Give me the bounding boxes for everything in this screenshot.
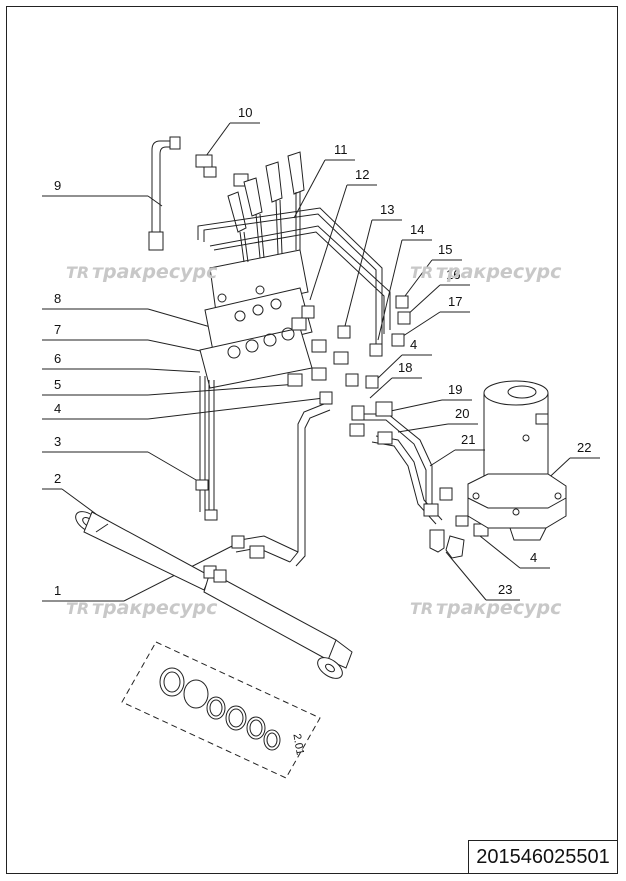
callout-6: 6: [54, 351, 61, 366]
callout-4b: 4: [410, 337, 417, 352]
callout-14: 14: [410, 222, 424, 237]
watermark-text: тракресурс: [92, 261, 218, 283]
fittings-12-17: [287, 295, 411, 389]
watermark-text: тракресурс: [436, 597, 562, 619]
callout-16: 16: [446, 267, 460, 282]
watermark-logo: TR: [66, 263, 89, 282]
callout-12: 12: [355, 167, 369, 182]
callout-22: 22: [577, 440, 591, 455]
watermark-text: тракресурс: [92, 597, 218, 619]
callout-11: 11: [334, 142, 348, 157]
control-levers: [227, 151, 305, 263]
watermark-logo: TR: [410, 599, 433, 618]
watermark-logo: TR: [410, 263, 433, 282]
callout-4a: 4: [54, 401, 61, 416]
callout-3: 3: [54, 434, 61, 449]
callout-18: 18: [398, 360, 412, 375]
callout-2: 2: [54, 471, 61, 486]
tank-22: [467, 380, 567, 541]
callout-21: 21: [461, 432, 475, 447]
callout-23: 23: [498, 582, 512, 597]
pipe-20-21: [349, 401, 453, 525]
hose-9: [148, 136, 181, 251]
watermark-logo: TR: [66, 599, 89, 618]
callout-13: 13: [380, 202, 394, 217]
callout-labels: 9 8 7 6 5 4 3 2 1 10 11 12 13 14 15 16 1…: [54, 105, 591, 756]
watermark-text: тракресурс: [436, 261, 562, 283]
callout-8: 8: [54, 291, 61, 306]
fitting-10: [195, 154, 249, 187]
control-valve-8: [199, 249, 313, 389]
callout-4c: 4: [530, 550, 537, 565]
callout-9: 9: [54, 178, 61, 193]
hydraulic-cylinder: [75, 511, 353, 679]
detail-label: 2.01: [290, 733, 306, 756]
leader-lines: [42, 122, 600, 602]
elbow-fittings-23: [429, 515, 489, 559]
pipe-to-cylinder: [231, 391, 333, 567]
callout-10: 10: [238, 105, 252, 120]
callout-17: 17: [448, 294, 462, 309]
callout-1: 1: [54, 583, 61, 598]
callout-15: 15: [438, 242, 452, 257]
callout-5: 5: [54, 377, 61, 392]
watermarks: TR тракресурс TR тракресурс TR тракресур…: [66, 261, 562, 619]
callout-20: 20: [455, 406, 469, 421]
part-number: 201546025501: [468, 840, 618, 874]
hose-3: [195, 376, 218, 521]
callout-7: 7: [54, 322, 61, 337]
drawing-frame: [6, 6, 618, 874]
seal-kit-detail: [121, 641, 321, 779]
callout-19: 19: [448, 382, 462, 397]
